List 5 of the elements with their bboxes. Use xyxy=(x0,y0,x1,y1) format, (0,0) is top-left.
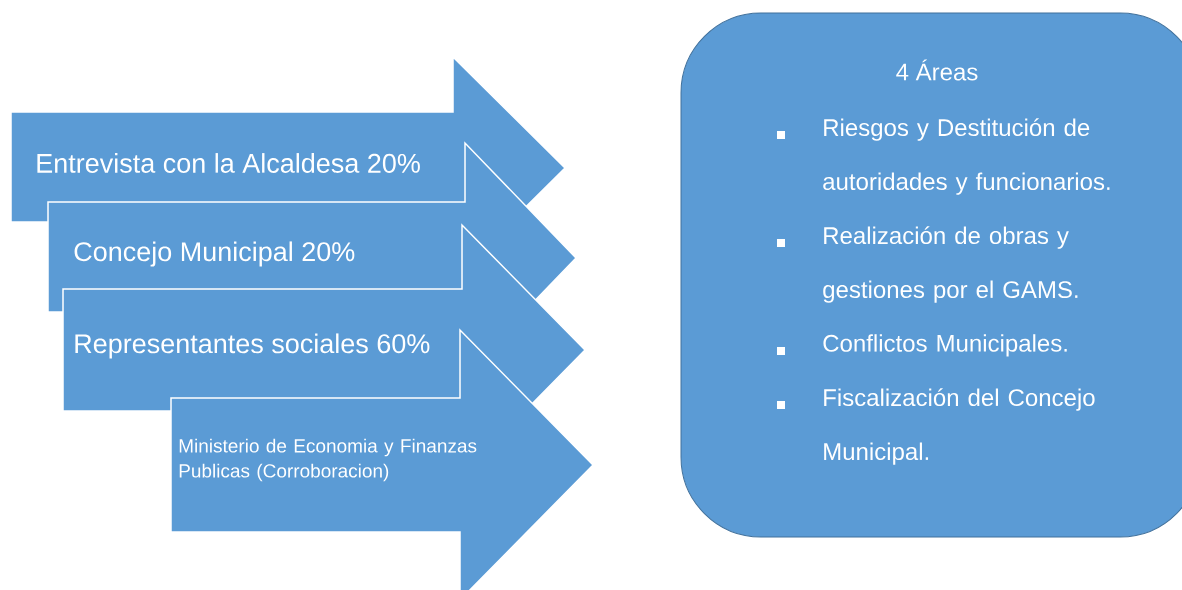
bullet-item: Fiscalización del Concejo Municipal. xyxy=(777,388,1095,465)
bullet-item: Conflictos Municipales. xyxy=(777,334,1067,357)
bullet-item: Realización de obras y gestiones por el GAMS. xyxy=(777,226,1078,303)
bullet-item: Riesgos y Destitución de autoridades y funcionarios. xyxy=(777,118,1110,195)
rounded-box: 4 Áreas Riesgos y Destitución de autoridades y funcionarios. Realización de obras y gestiones por el GAMS. Conflictos Municipales. Fiscalización del Concejo Municipal. xyxy=(680,12,1182,538)
